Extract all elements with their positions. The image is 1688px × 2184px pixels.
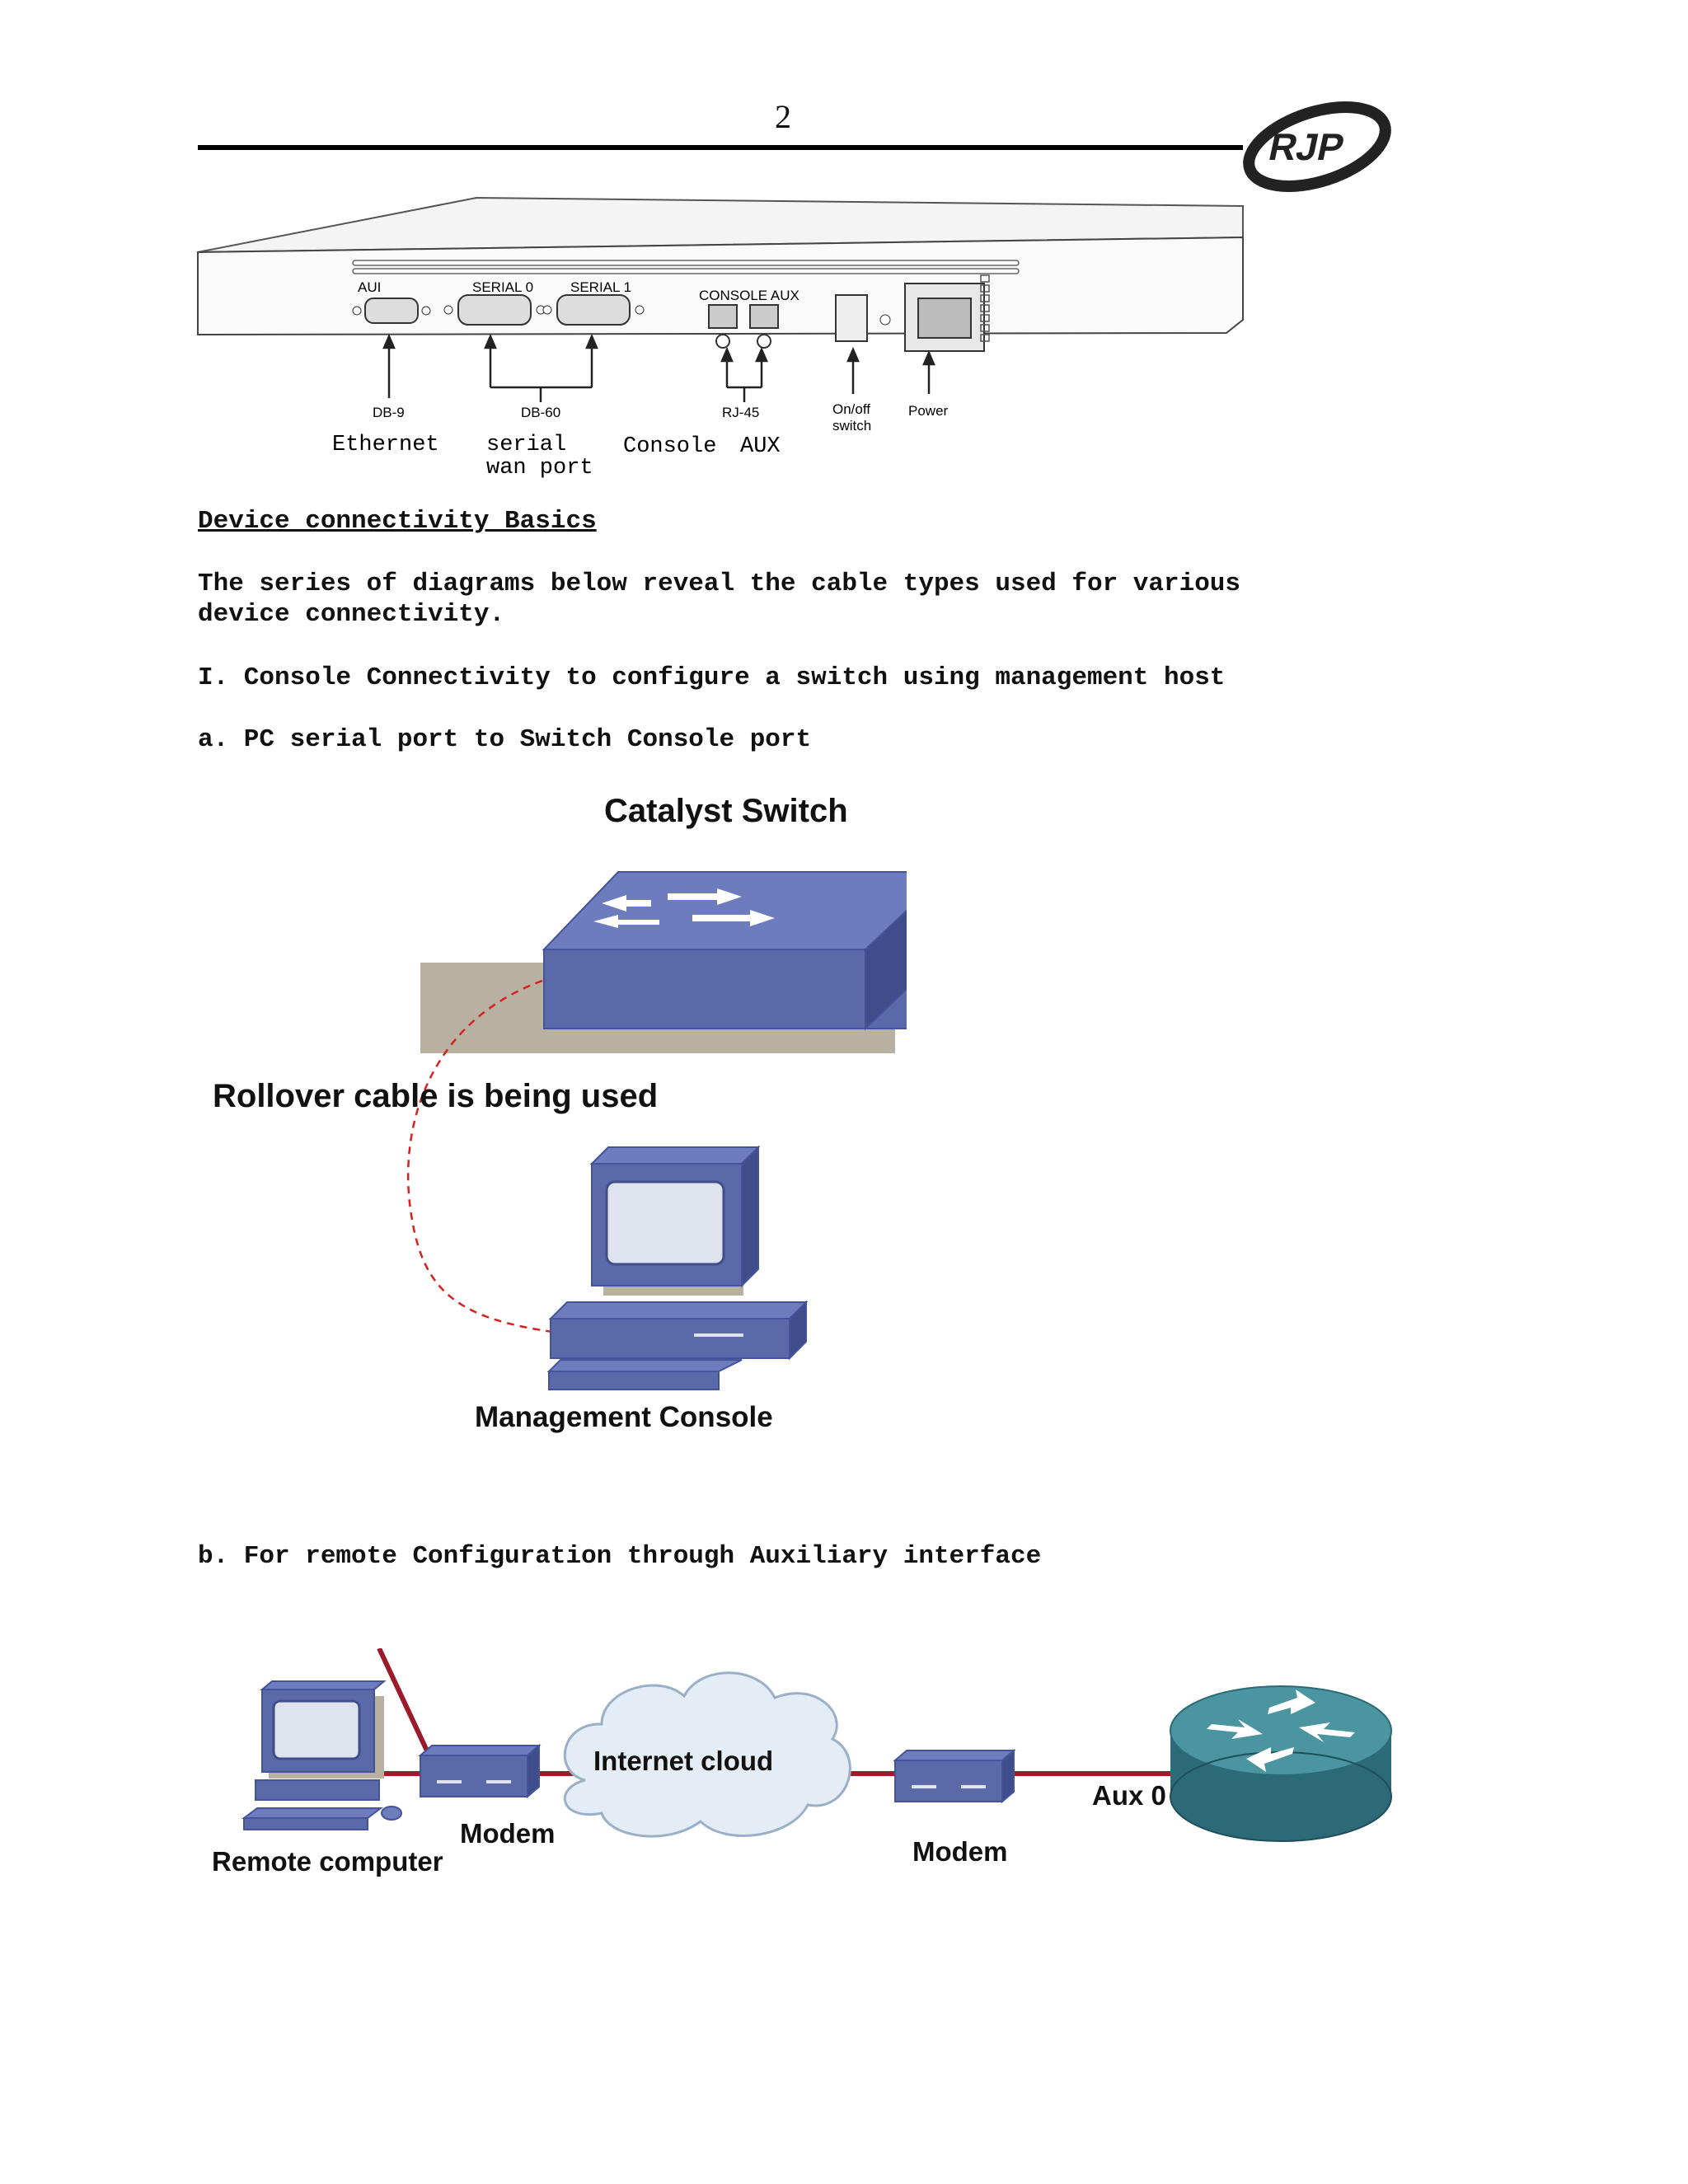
monitor-screen: [605, 1180, 725, 1266]
intro-line-2: device connectivity.: [198, 600, 505, 629]
svg-text:SERIAL 1: SERIAL 1: [570, 279, 631, 295]
svg-text:wan port: wan port: [486, 456, 593, 480]
intro-line-1: The series of diagrams below reveal the …: [198, 569, 1241, 598]
svg-text:DB-9: DB-9: [373, 405, 405, 420]
keyboard: [548, 1371, 720, 1390]
internet-cloud: [563, 1671, 851, 1838]
svg-text:serial: serial: [486, 433, 566, 457]
switch-top: [542, 871, 907, 950]
management-console-label: Management Console: [475, 1401, 773, 1433]
modem-1-label: Modem: [460, 1818, 556, 1849]
svg-text:CONSOLE AUX: CONSOLE AUX: [699, 288, 799, 303]
item-b-title: b. For remote Configuration through Auxi…: [198, 1542, 1042, 1571]
rollover-cable-label: Rollover cable is being used: [213, 1078, 659, 1114]
internet-cloud-label: Internet cloud: [593, 1746, 774, 1776]
svg-text:AUX: AUX: [740, 434, 781, 459]
svg-text:On/off: On/off: [832, 401, 870, 417]
svg-text:Power: Power: [908, 403, 949, 419]
catalyst-switch-label: Catalyst Switch: [604, 793, 848, 829]
section-1-title: I. Console Connectivity to configure a s…: [198, 663, 1226, 692]
console-diagram: [406, 871, 907, 1390]
page-number: 2: [775, 98, 791, 135]
remote-computer-label: Remote computer: [212, 1846, 443, 1877]
modem-2-label: Modem: [912, 1836, 1008, 1867]
svg-text:Ethernet: Ethernet: [332, 433, 439, 457]
pc-base: [550, 1318, 790, 1359]
section-heading: Device connectivity Basics: [198, 507, 597, 536]
aux-rj45-port: [749, 304, 779, 329]
switch-front: [543, 949, 907, 1029]
serial0-port: [443, 294, 546, 326]
router-icon: [1170, 1685, 1392, 1842]
svg-text:SERIAL 0: SERIAL 0: [472, 279, 533, 295]
rollover-cable: [406, 979, 553, 1333]
rjp-logo: RJP: [1243, 101, 1391, 192]
router-back-panel-figure: AUI SERIAL 0 SERIAL 1 CONSOLE AUX DB-9 D…: [197, 196, 1244, 480]
logo-text: RJP: [1265, 125, 1348, 167]
console-rj45-port: [708, 304, 738, 329]
svg-text:RJ-45: RJ-45: [722, 405, 759, 420]
svg-text:switch: switch: [832, 418, 871, 434]
header-rule: [198, 145, 1243, 150]
aui-port: [352, 298, 431, 324]
svg-text:Console: Console: [623, 434, 716, 459]
svg-text:AUI: AUI: [358, 279, 381, 295]
svg-text:DB-60: DB-60: [521, 405, 560, 420]
remote-config-diagram: [241, 1648, 1392, 1842]
switch-side: [865, 909, 907, 1031]
monitor-top: [589, 1146, 761, 1165]
modem-1-icon: [418, 1743, 542, 1799]
serial1-port: [542, 294, 645, 326]
remote-computer-icon: [241, 1680, 402, 1830]
item-a-title: a. PC serial port to Switch Console port: [198, 725, 812, 754]
modem-2-icon: [893, 1748, 1016, 1804]
onoff-switch: [835, 294, 868, 342]
aux-0-label: Aux 0: [1092, 1780, 1166, 1811]
